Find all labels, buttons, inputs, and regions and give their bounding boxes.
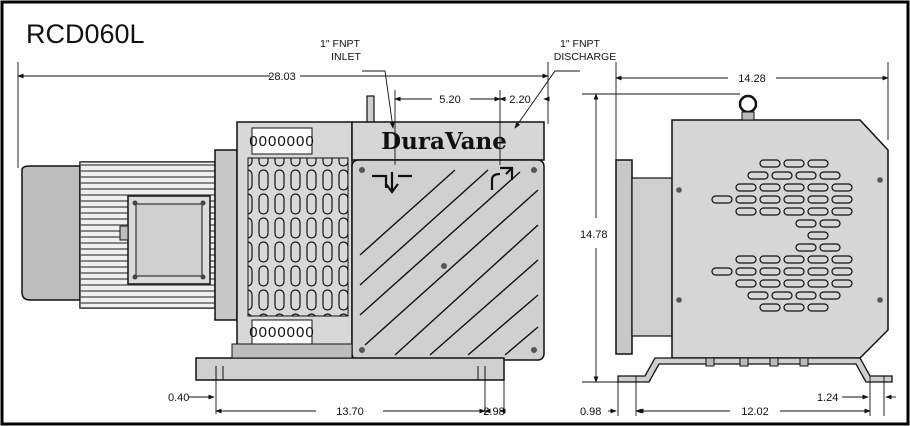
base-plate [195, 357, 505, 381]
side-dimensions [582, 62, 896, 416]
motor-flange [214, 149, 238, 321]
dim-inlet-to-discharge: 5.20 [439, 94, 460, 106]
dim-side-base-right: 1.24 [817, 392, 838, 404]
top-panel-numbers: 0000000 [249, 133, 314, 150]
front-dimensions [17, 62, 580, 414]
dim-side-base-span: 12.02 [741, 406, 769, 418]
dim-base-end-offset: 2.98 [483, 406, 504, 418]
bottom-panel-numbers: 0000000 [249, 324, 314, 341]
side-grille [711, 159, 853, 312]
inlet-label-name: INLET [331, 51, 361, 63]
side-view [615, 94, 893, 383]
side-housing [671, 119, 889, 359]
front-view: 0000000 0000000 DuraVane [21, 95, 545, 381]
pump-top [351, 121, 545, 161]
motor-end-cap [21, 165, 81, 301]
inlet-port-icon [372, 172, 412, 194]
dim-base-thickness: 0.40 [168, 392, 189, 404]
dim-discharge-offset: 2.20 [509, 94, 530, 106]
lifting-stud [366, 95, 375, 125]
side-flange [615, 159, 633, 355]
brand-logo: DuraVane [381, 128, 507, 155]
discharge-label-size: 1" FNPT [560, 38, 600, 50]
model-title: RCD060L [26, 19, 145, 49]
dim-overall-length: 28.03 [268, 71, 296, 83]
inlet-label-size: 1" FNPT [320, 38, 360, 50]
dim-base-hole-spacing: 13.70 [336, 406, 364, 418]
discharge-label-name: DISCHARGE [554, 51, 616, 63]
dim-height: 14.78 [580, 229, 608, 241]
discharge-port-icon [490, 166, 514, 190]
dim-side-width: 14.28 [738, 73, 766, 85]
side-feet [617, 357, 893, 383]
vent-slots [247, 157, 349, 317]
dim-side-base-left: 0.98 [580, 406, 601, 418]
lifting-eye [738, 94, 758, 114]
